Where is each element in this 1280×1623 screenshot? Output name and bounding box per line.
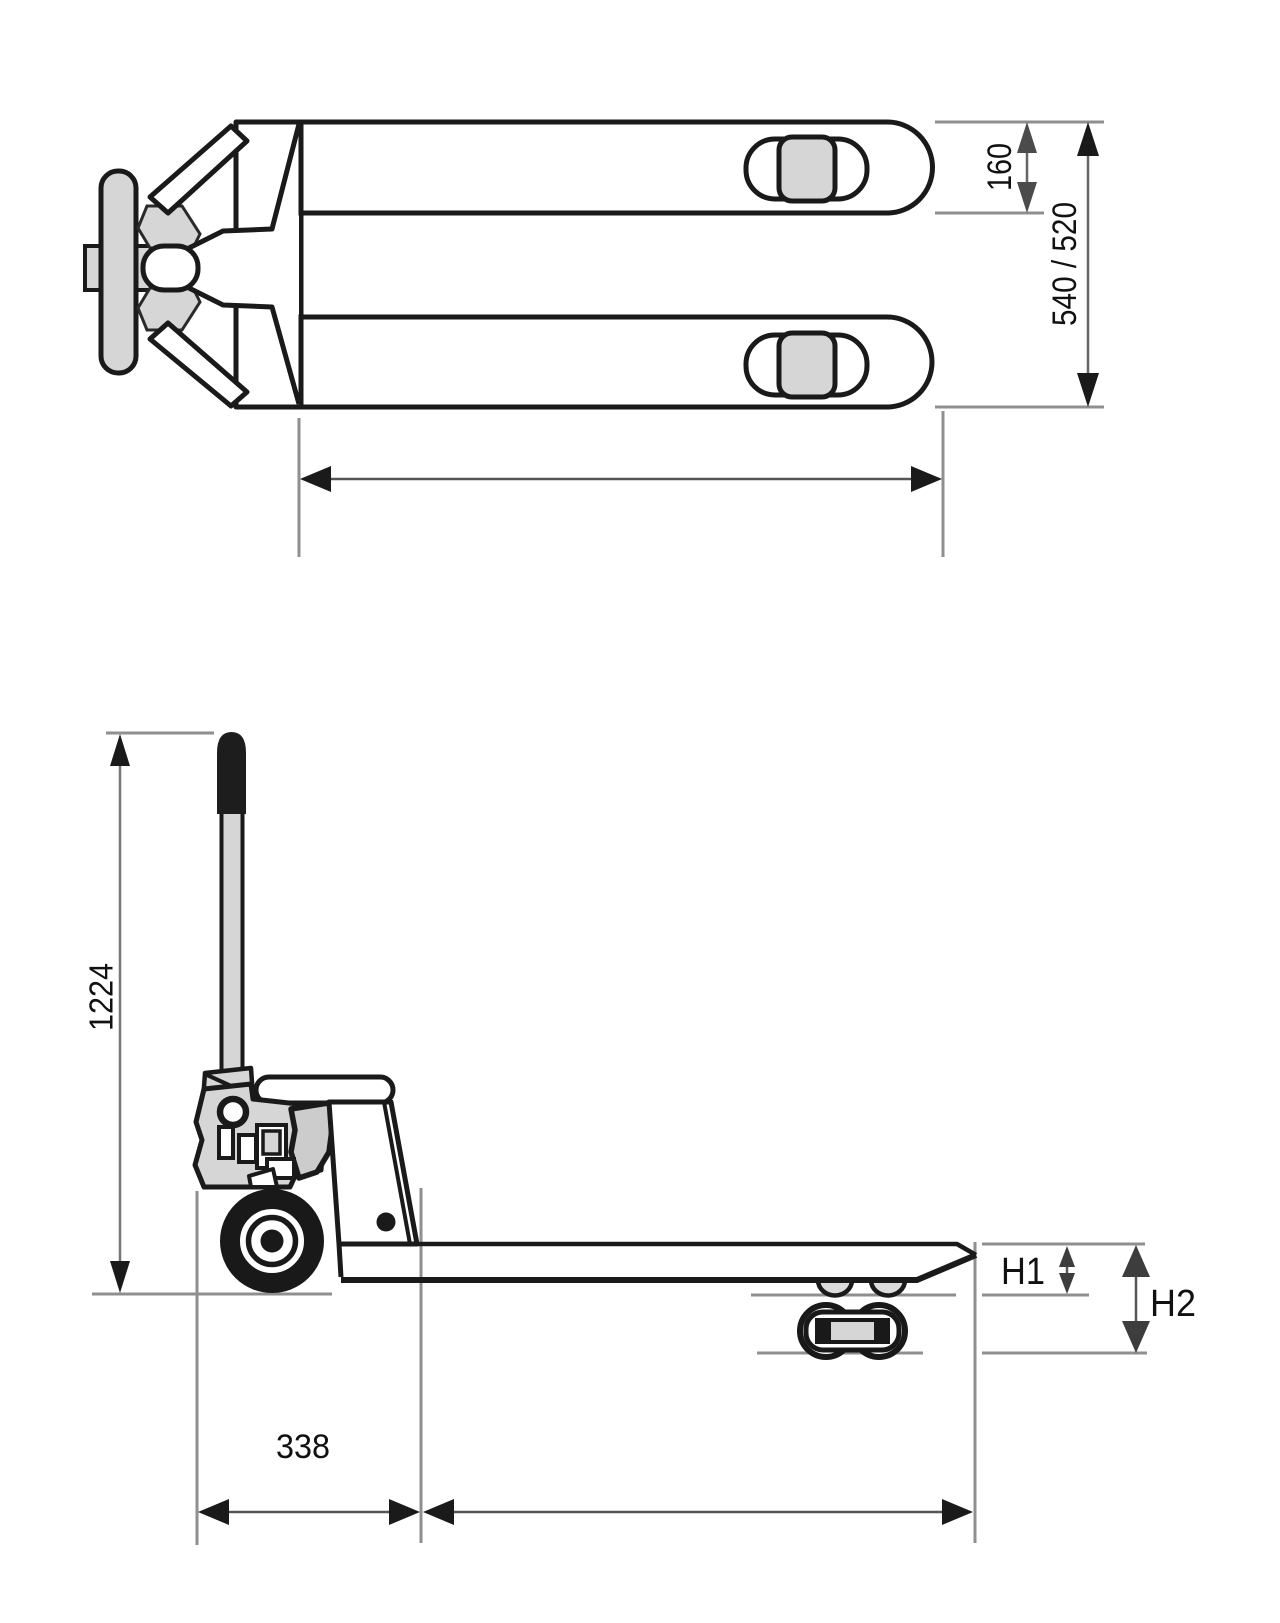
heel-left-edge <box>336 1243 344 1278</box>
dim-axle-offset: 338 <box>198 1428 420 1525</box>
link-arm-lower <box>147 320 250 409</box>
top-view: 160 540 / 520 <box>83 119 1104 557</box>
pump-assembly <box>192 1065 337 1190</box>
load-roller-1 <box>815 1277 855 1298</box>
fork-top-edge <box>417 1241 978 1257</box>
tandem-roller-cap-left <box>817 1320 831 1342</box>
dim-fork-width: 160 <box>981 122 1037 213</box>
dim-handle-height-label: 1224 <box>83 963 120 1031</box>
tandem-roller <box>797 1302 908 1360</box>
steer-wheel <box>220 1189 324 1293</box>
dim-side-fork-length <box>423 1499 973 1525</box>
pump-cutout-2 <box>237 1133 258 1164</box>
arrowhead-up <box>1122 1245 1150 1277</box>
arrowhead-down <box>1077 373 1099 407</box>
dim-lowered-height-label: H1 <box>1001 1251 1045 1293</box>
fork-heel-bar <box>253 1074 396 1106</box>
steer-wheel-hub <box>260 1229 284 1253</box>
dim-fork-length <box>300 466 942 492</box>
dim-axle-offset-label: 338 <box>276 1428 330 1466</box>
arrowhead-up <box>110 734 130 766</box>
pump-cutout-3-inner <box>261 1129 282 1156</box>
arrowhead-up <box>1017 122 1037 153</box>
arrowhead-left <box>198 1499 229 1525</box>
arrowhead-down <box>1122 1321 1150 1353</box>
arrowhead-right <box>911 466 942 492</box>
arrowhead-right <box>389 1499 420 1525</box>
handle-grip <box>217 732 246 814</box>
arrowhead-down <box>110 1261 130 1293</box>
arrowhead-down <box>1059 1273 1075 1294</box>
top-view-extension-lines <box>297 120 1104 557</box>
steering-wheel-plan <box>98 168 139 376</box>
pump-notch <box>247 1167 279 1189</box>
handle-shaft <box>219 798 245 1087</box>
dim-lift-height: H2 <box>1122 1245 1196 1353</box>
dim-lift-height-label: H2 <box>1150 1283 1196 1325</box>
dim-overall-width-label: 540 / 520 <box>1046 202 1084 326</box>
arrowhead-up <box>1077 122 1099 156</box>
dim-lowered-height: H1 <box>1001 1246 1075 1294</box>
arrowhead-down <box>1017 182 1037 213</box>
upright-inner-edge <box>382 1101 412 1245</box>
arrowhead-right <box>942 1499 973 1525</box>
side-view: 1224 338 H1 H2 <box>83 731 1196 1545</box>
dim-overall-width: 540 / 520 <box>1046 122 1099 407</box>
tiller-pivot <box>216 1095 250 1129</box>
upright-bolt <box>376 1212 396 1232</box>
load-roller-2 <box>868 1277 908 1298</box>
arrowhead-up <box>1059 1246 1075 1267</box>
fork-roller-upper <box>776 134 838 204</box>
dim-handle-height: 1224 <box>83 734 130 1293</box>
steer-wheel-tire <box>220 1189 324 1293</box>
arrowhead-left <box>300 466 331 492</box>
fork-roller-lower <box>776 330 838 400</box>
dim-fork-width-label: 160 <box>981 143 1019 191</box>
arrowhead-left <box>423 1499 454 1525</box>
fork-bottom-edge <box>341 1252 978 1283</box>
tiller-finger <box>140 243 201 293</box>
fork-upright <box>326 1099 420 1247</box>
tandem-roller-cap-right <box>874 1320 888 1342</box>
link-arm-upper <box>147 123 250 216</box>
pump-cutout-1 <box>217 1125 235 1160</box>
